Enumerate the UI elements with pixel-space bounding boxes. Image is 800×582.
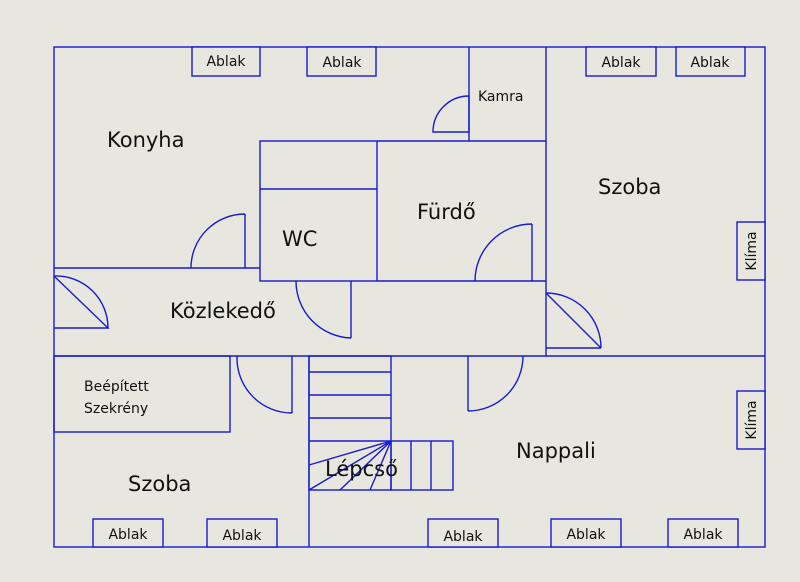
room-label-wc: WC	[282, 227, 317, 251]
room-label-lepcso: Lépcső	[325, 457, 398, 481]
window-label: Ablak	[566, 527, 606, 543]
door-szoba-right	[545, 292, 602, 349]
window-box	[191, 46, 261, 77]
window-label: Ablak	[683, 527, 723, 543]
room-label-konyha: Konyha	[107, 128, 185, 152]
stair-winder	[369, 440, 392, 491]
klima-box	[736, 390, 766, 450]
window-box	[306, 46, 377, 77]
window-label: Ablak	[690, 55, 730, 71]
window-label: Ablak	[443, 529, 483, 545]
door-hall-left	[53, 275, 110, 329]
window-box	[206, 518, 278, 548]
room-label-szekreny: Szekrény	[84, 401, 148, 417]
stairs-extension	[390, 440, 454, 491]
window-box	[92, 518, 164, 548]
wc-block	[259, 140, 378, 282]
window-label: Ablak	[322, 55, 362, 71]
room-label-nappali: Nappali	[516, 439, 596, 463]
room-label-szoba-right: Szoba	[598, 175, 661, 199]
window-label: Ablak	[601, 55, 641, 71]
window-box	[550, 518, 622, 548]
room-label-szoba-left: Szoba	[128, 472, 191, 496]
room-label-kamra: Kamra	[478, 89, 524, 105]
outer-wall	[53, 46, 766, 548]
door-furdo	[474, 223, 533, 282]
stair-winder	[308, 440, 392, 466]
window-box	[675, 46, 746, 77]
room-label-furdo: Fürdő	[417, 200, 476, 224]
stair-winder	[308, 440, 392, 491]
room-label-kozlekedo: Közlekedő	[170, 299, 276, 323]
door-kamra	[432, 95, 470, 133]
room-label-beepitett: Beépített	[84, 379, 149, 395]
door-nappali	[467, 355, 524, 412]
window-label: Ablak	[108, 527, 148, 543]
window-box	[585, 46, 657, 77]
door-wardrobe	[236, 355, 293, 414]
klima-box	[736, 221, 766, 281]
klima-label: Klíma	[744, 400, 760, 439]
klima-label: Klíma	[744, 231, 760, 270]
window-box	[667, 518, 739, 548]
stairs-box	[308, 355, 392, 491]
door-wc	[295, 280, 352, 339]
window-box	[427, 518, 499, 548]
window-label: Ablak	[222, 528, 262, 544]
wardrobe	[53, 355, 231, 433]
stair-winder	[339, 440, 392, 491]
door-konyha	[190, 213, 246, 269]
window-label: Ablak	[206, 54, 246, 70]
